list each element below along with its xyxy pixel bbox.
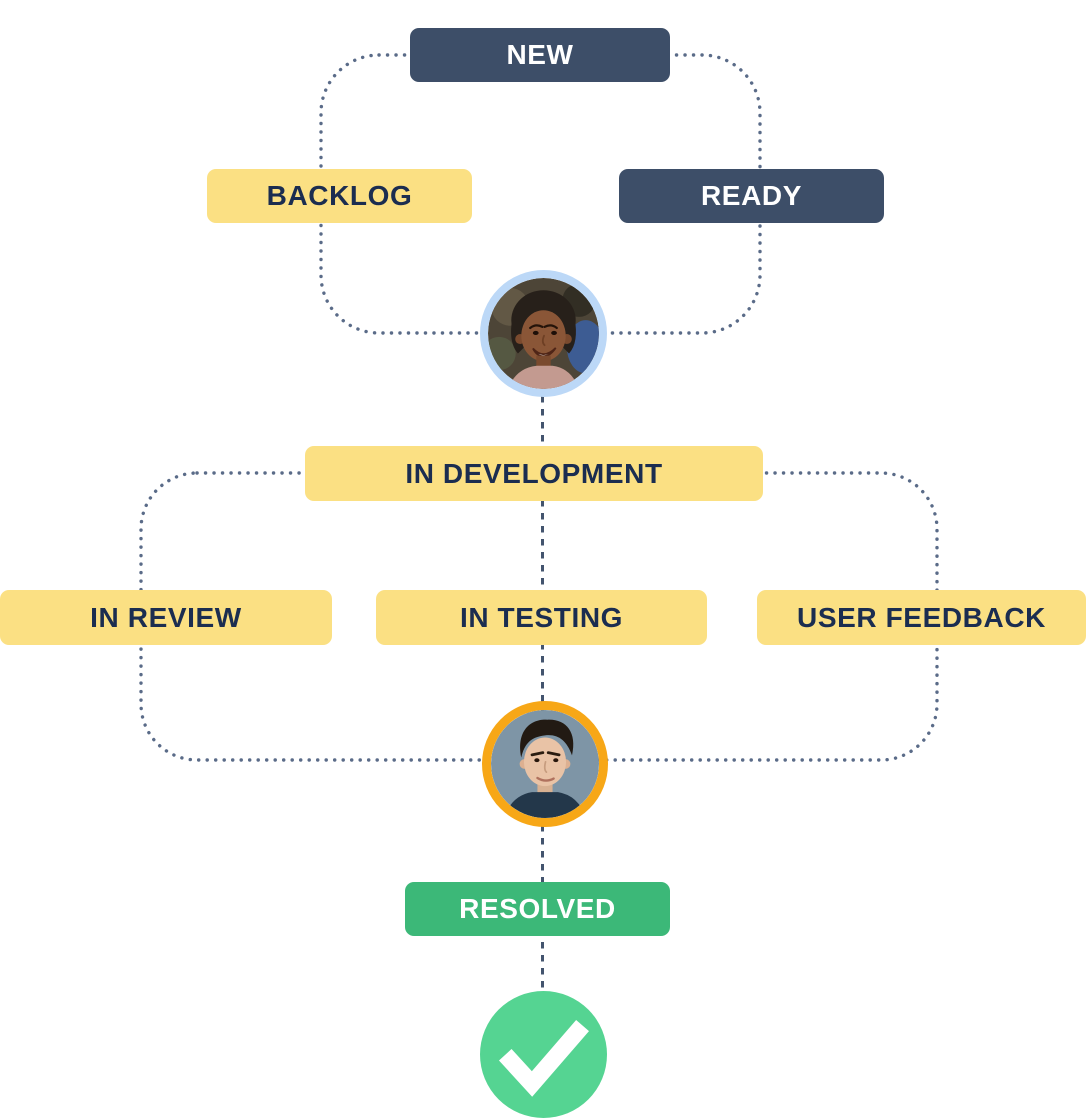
stage-new: NEW: [410, 28, 670, 82]
stage-ready-label: READY: [700, 180, 802, 211]
avatar-2-portrait: [491, 710, 599, 818]
stage-new-label: NEW: [506, 39, 574, 70]
stage-in-testing-label: IN TESTING: [459, 601, 624, 633]
resolved-check-badge: [480, 991, 607, 1118]
stage-in-testing: IN TESTING: [376, 590, 707, 645]
stage-in-review-label: IN REVIEW: [90, 601, 242, 633]
stage-backlog-label: BACKLOG: [266, 180, 413, 211]
stage-in-development: IN DEVELOPMENT: [305, 446, 763, 501]
stage-ready: READY: [619, 169, 884, 223]
stage-in-review: IN REVIEW: [0, 590, 332, 645]
check-icon: [498, 1020, 589, 1097]
stage-user-feedback-label: USER FEEDBACK: [797, 601, 1046, 633]
avatar-team-member-2: [482, 701, 608, 827]
stage-resolved-label: RESOLVED: [459, 893, 616, 924]
avatar-team-member-1: [480, 270, 607, 397]
stage-in-development-label: IN DEVELOPMENT: [405, 457, 663, 489]
avatar-1-portrait: [488, 278, 599, 389]
stage-backlog: BACKLOG: [207, 169, 472, 223]
stage-user-feedback: USER FEEDBACK: [757, 590, 1086, 645]
stage-resolved: RESOLVED: [405, 882, 670, 936]
